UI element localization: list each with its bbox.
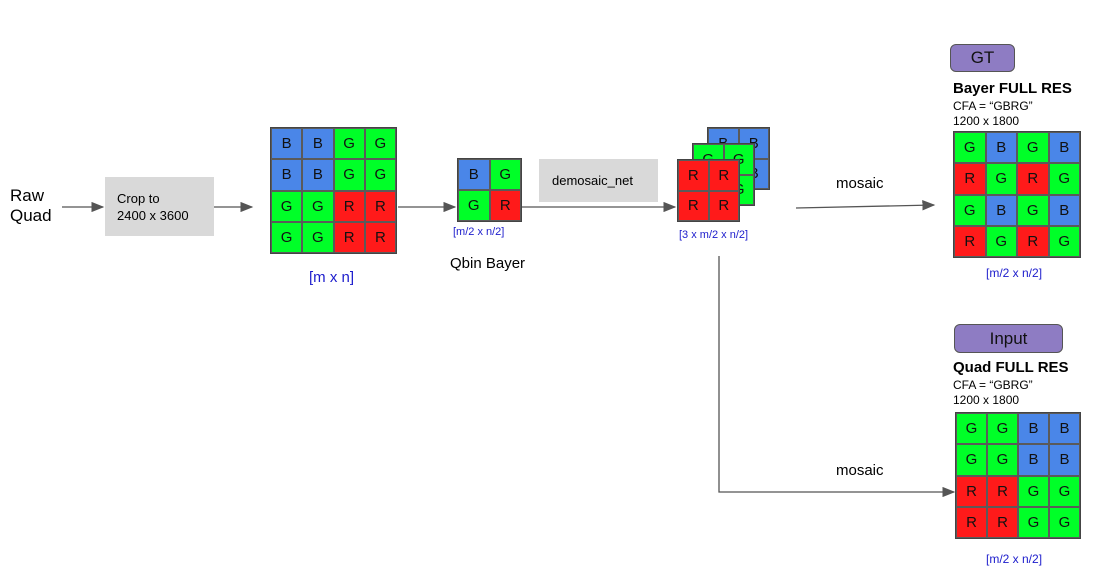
cfa-cell-b: B	[458, 159, 490, 190]
cfa-cell-b: B	[1048, 132, 1080, 164]
cfa-cell-g: G	[956, 413, 987, 445]
gt-pill: GT	[950, 44, 1015, 72]
cfa-cell-g: G	[985, 163, 1017, 195]
cfa-cell-b: B	[302, 159, 334, 191]
cfa-cell-g: G	[1018, 475, 1049, 507]
qbin-caption: [m/2 x n/2]	[453, 226, 505, 238]
cfa-cell-g: G	[489, 159, 521, 190]
stack-caption: [3 x m/2 x n/2]	[679, 229, 749, 241]
raw-label-line1: Raw	[10, 186, 45, 205]
cfa-cell-g: G	[1049, 506, 1080, 538]
arrow-stack-to-gt	[795, 200, 936, 211]
cfa-cell-g: G	[271, 190, 303, 222]
cfa-cell-g: G	[954, 194, 986, 226]
gt-title: Bayer FULL RES	[953, 80, 1072, 97]
cfa-cell-r: R	[987, 475, 1018, 507]
cfa-cell-b: B	[1049, 444, 1080, 476]
cfa-cell-g: G	[271, 221, 303, 253]
cfa-cell-g: G	[954, 132, 986, 164]
cfa-cell-g: G	[987, 444, 1018, 476]
cfa-cell-b: B	[1048, 194, 1080, 226]
cfa-cell-r: R	[333, 190, 365, 222]
cfa-cell-g: G	[364, 159, 396, 191]
cfa-cell-b: B	[1018, 444, 1049, 476]
cfa-cell-b: B	[271, 128, 303, 160]
cfa-cell-g: G	[302, 190, 334, 222]
mosaic-label-top: mosaic	[836, 175, 884, 192]
cfa-cell-r: R	[489, 190, 521, 221]
cfa-cell-b: B	[302, 128, 334, 160]
raw-quad-label: Raw Quad	[10, 186, 52, 226]
cfa-cell-r: R	[1017, 163, 1049, 195]
cfa-cell-g: G	[1048, 225, 1080, 257]
cfa-cell-g: G	[364, 128, 396, 160]
cfa-cell-r: R	[956, 475, 987, 507]
cfa-cell-g: G	[1017, 132, 1049, 164]
mosaic-label-bottom: mosaic	[836, 462, 884, 479]
cfa-cell-b: B	[1018, 413, 1049, 445]
gt-caption: [m/2 x n/2]	[986, 266, 1043, 280]
gt-cfa: CFA = “GBRG”	[953, 99, 1033, 113]
input-cfa: CFA = “GBRG”	[953, 378, 1033, 392]
cfa-cell-r: R	[364, 221, 396, 253]
cfa-cell-r: R	[987, 506, 1018, 538]
cfa-cell-r: R	[333, 221, 365, 253]
cfa-cell-b: B	[985, 132, 1017, 164]
input-size: 1200 x 1800	[953, 393, 1020, 407]
cfa-cell-g: G	[1048, 163, 1080, 195]
arrow-stack-to-input	[718, 256, 956, 498]
cfa-cell-r: R	[364, 190, 396, 222]
cfa-cell-b: B	[271, 159, 303, 191]
cfa-cell-r: R	[678, 190, 709, 221]
demosaic-net-label: demosaic_net	[552, 173, 633, 188]
crop-box-line1: Crop to	[117, 191, 160, 206]
cfa-cell-r: R	[678, 160, 709, 191]
crop-box-line2: 2400 x 3600	[117, 208, 189, 223]
cfa-cell-g: G	[302, 221, 334, 253]
raw-label-line2: Quad	[10, 206, 52, 225]
cfa-cell-g: G	[333, 159, 365, 191]
cfa-cell-r: R	[1017, 225, 1049, 257]
input-pill: Input	[954, 324, 1063, 353]
cfa-cell-b: B	[1049, 413, 1080, 445]
cfa-cell-r: R	[708, 190, 739, 221]
cfa-cell-g: G	[458, 190, 490, 221]
crop-box: Crop to 2400 x 3600	[105, 177, 214, 236]
cfa-cell-g: G	[987, 413, 1018, 445]
cfa-cell-r: R	[956, 506, 987, 538]
input-title: Quad FULL RES	[953, 359, 1069, 376]
cfa-cell-g: G	[1049, 475, 1080, 507]
cfa-cell-r: R	[708, 160, 739, 191]
full-grid-caption: [m x n]	[309, 269, 355, 286]
cfa-cell-g: G	[985, 225, 1017, 257]
cfa-cell-r: R	[954, 163, 986, 195]
cfa-cell-g: G	[1017, 194, 1049, 226]
cfa-cell-g: G	[956, 444, 987, 476]
gt-size: 1200 x 1800	[953, 114, 1020, 128]
demosaic-net-box: demosaic_net	[539, 159, 658, 202]
cfa-cell-g: G	[333, 128, 365, 160]
qbin-title: Qbin Bayer	[450, 255, 526, 272]
cfa-cell-g: G	[1018, 506, 1049, 538]
input-caption: [m/2 x n/2]	[986, 552, 1043, 566]
cfa-cell-r: R	[954, 225, 986, 257]
cfa-cell-b: B	[985, 194, 1017, 226]
